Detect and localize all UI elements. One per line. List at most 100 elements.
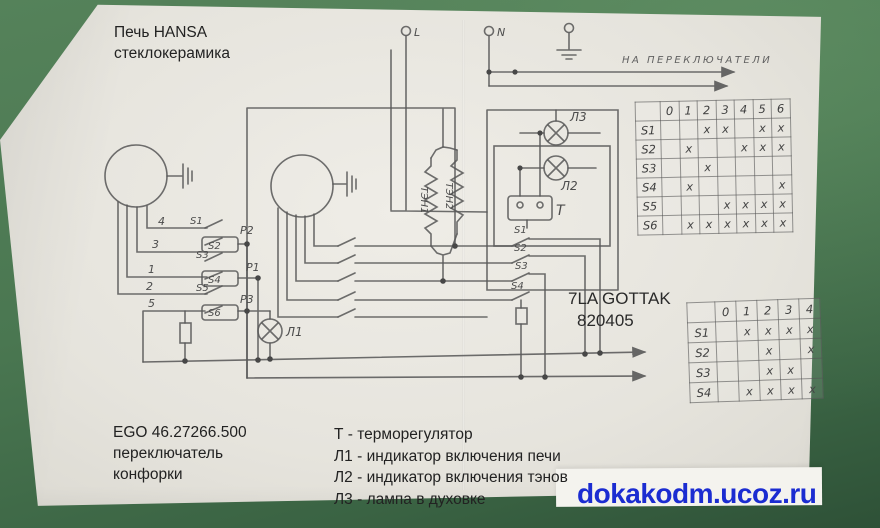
column-header: 3 <box>715 100 735 120</box>
mark-cell: x <box>757 319 780 341</box>
empty-cell <box>717 176 737 196</box>
oven-switch-label-s2: S2 <box>514 243 527 254</box>
column-header: 1 <box>735 300 758 322</box>
oven-switch-label-s3: S3 <box>515 261 528 272</box>
heater-label-ten1: ТЭН1 <box>418 187 429 214</box>
column-header: 5 <box>752 99 772 119</box>
thermostat-icon <box>507 195 553 221</box>
empty-cell <box>717 381 740 402</box>
oven-switch-label-s1: S1 <box>514 225 527 236</box>
mark-cell: x <box>717 214 737 234</box>
row-label: S3 <box>636 158 662 179</box>
mark-cell: x <box>771 136 791 157</box>
fuse-block-icon <box>179 322 192 344</box>
mark-cell: x <box>780 378 803 400</box>
empty-cell <box>716 341 738 362</box>
legend-item: Т - терморегулятор <box>334 426 473 443</box>
mark-cell: x <box>759 379 782 401</box>
mark-cell: x <box>799 318 822 339</box>
empty-cell <box>737 340 759 362</box>
title-line1: Печь HANSA <box>114 24 208 41</box>
node-label-p2: Р2 <box>240 224 254 237</box>
node-label-p1: Р1 <box>246 261 260 274</box>
empty-cell <box>680 195 700 216</box>
column-header: 3 <box>777 298 800 320</box>
paper-crease <box>462 20 465 490</box>
mark-cell: x <box>779 358 802 380</box>
column-header: 1 <box>678 100 698 121</box>
wire-number: 5 <box>148 297 155 310</box>
switch-label-s3: S3 <box>196 250 209 261</box>
empty-cell <box>716 138 736 158</box>
junction-dots <box>182 69 603 380</box>
mark-cell: x <box>680 176 700 197</box>
legend-item: Л2 - индикатор включения тэнов <box>334 469 568 486</box>
mark-cell: x <box>679 138 699 159</box>
ground-icon <box>332 171 357 197</box>
terminal-l-icon <box>400 25 412 37</box>
selector-model-name: 7LA GOTTAK <box>568 289 671 308</box>
empty-cell <box>661 158 681 178</box>
mark-cell: x <box>771 117 791 138</box>
empty-cell <box>697 138 717 158</box>
empty-cell <box>754 175 774 195</box>
empty-cell <box>735 175 755 196</box>
fuse-block-icon <box>515 307 528 325</box>
terminal-pe-icon <box>563 22 575 34</box>
mark-cell: x <box>752 118 772 138</box>
legend-item: Л3 - лампа в духовке <box>334 490 486 508</box>
lamp-label-l1: Л1 <box>285 325 303 339</box>
empty-cell <box>698 176 718 196</box>
switch-label-s5: S5 <box>196 283 209 294</box>
terminal-l-label: L <box>414 26 420 39</box>
mark-cell: x <box>754 194 774 214</box>
switch-label-s2: S2 <box>208 241 221 252</box>
wire-number: 1 <box>148 263 155 276</box>
ego-line3: конфорки <box>113 466 183 483</box>
heater-2-icon <box>449 149 465 235</box>
row-label: S5 <box>637 196 663 217</box>
lamp-label-l2: Л2 <box>560 179 578 193</box>
thermostat-label: Т <box>556 203 566 219</box>
column-header: 2 <box>697 100 717 120</box>
mark-cell: x <box>758 339 780 361</box>
empty-cell <box>662 215 682 235</box>
mark-cell: x <box>681 214 700 235</box>
ego-line2: переключатель <box>113 445 224 462</box>
title-line2: стеклокерамика <box>114 45 230 62</box>
wire-number: 2 <box>146 280 153 293</box>
row-label: S2 <box>635 139 662 160</box>
mark-cell: x <box>699 214 719 234</box>
oven-switch-label-s4: S4 <box>511 281 524 292</box>
empty-cell <box>660 139 680 159</box>
row-label: S4 <box>689 381 719 403</box>
column-header: 0 <box>660 101 680 121</box>
column-header: 4 <box>798 298 821 319</box>
wiring-lines <box>104 22 736 382</box>
lamp-label-l3: Л3 <box>569 110 587 124</box>
empty-cell <box>661 177 681 197</box>
column-header: 6 <box>771 98 790 119</box>
mark-cell: x <box>778 318 801 340</box>
mark-cell: x <box>697 119 717 139</box>
table-corner-cell <box>686 301 716 323</box>
empty-cell <box>737 360 760 382</box>
empty-cell <box>715 321 738 342</box>
burner-2-icon <box>270 154 334 218</box>
page-title: Печь HANSA стеклокерамика <box>114 22 230 64</box>
mark-cell: x <box>716 119 735 139</box>
column-header: 2 <box>756 299 779 321</box>
mark-cell: x <box>734 137 754 158</box>
empty-cell <box>800 358 823 379</box>
watermark-url: dokakodm.ucoz.ru <box>577 478 817 509</box>
mark-cell: x <box>758 359 781 381</box>
mark-cell: x <box>773 193 792 214</box>
legend: Т - терморегулятор Л1 - индикатор включе… <box>334 424 568 510</box>
mark-cell: x <box>753 137 773 157</box>
mark-cell: x <box>738 380 761 402</box>
wire-number: 4 <box>158 215 165 228</box>
